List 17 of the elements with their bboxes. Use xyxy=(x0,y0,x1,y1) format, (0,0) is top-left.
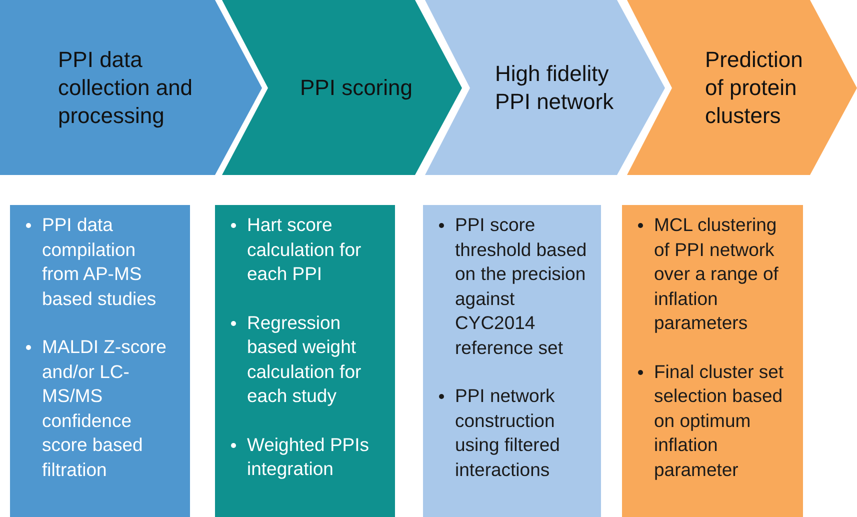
bullet-item: PPI score threshold based on the precision against CYC2014 reference set xyxy=(455,213,587,360)
step-title: PPI scoring xyxy=(300,74,414,102)
bullet-item: PPI network construction using filtered interactions xyxy=(455,384,561,482)
step-title: High fidelity PPI network xyxy=(495,60,615,116)
step-title: Prediction of protein clusters xyxy=(705,46,804,130)
bullet-item: Final cluster set selection based on optimum inflation parameter xyxy=(654,360,785,482)
step-panel xyxy=(423,205,601,517)
bullet-item: Hart score calculation for each PPI xyxy=(247,213,362,286)
bullet-item: Weighted PPIs integration xyxy=(247,432,370,481)
step-panel xyxy=(215,205,395,517)
bullet-item: MCL clustering of PPI network over a range of inflation parameters xyxy=(654,213,780,335)
step-panel xyxy=(10,205,190,517)
step-panel xyxy=(622,205,803,517)
bullet-item: PPI data compilation from AP-MS based studies xyxy=(42,213,158,310)
bullet-item: MALDI Z-score and/or LC-MS/MS confidence score based filtration xyxy=(42,335,168,482)
step-title: PPI data collection and processing xyxy=(58,46,194,130)
bullet-item: Regression based weight calculation for each study xyxy=(247,310,362,408)
